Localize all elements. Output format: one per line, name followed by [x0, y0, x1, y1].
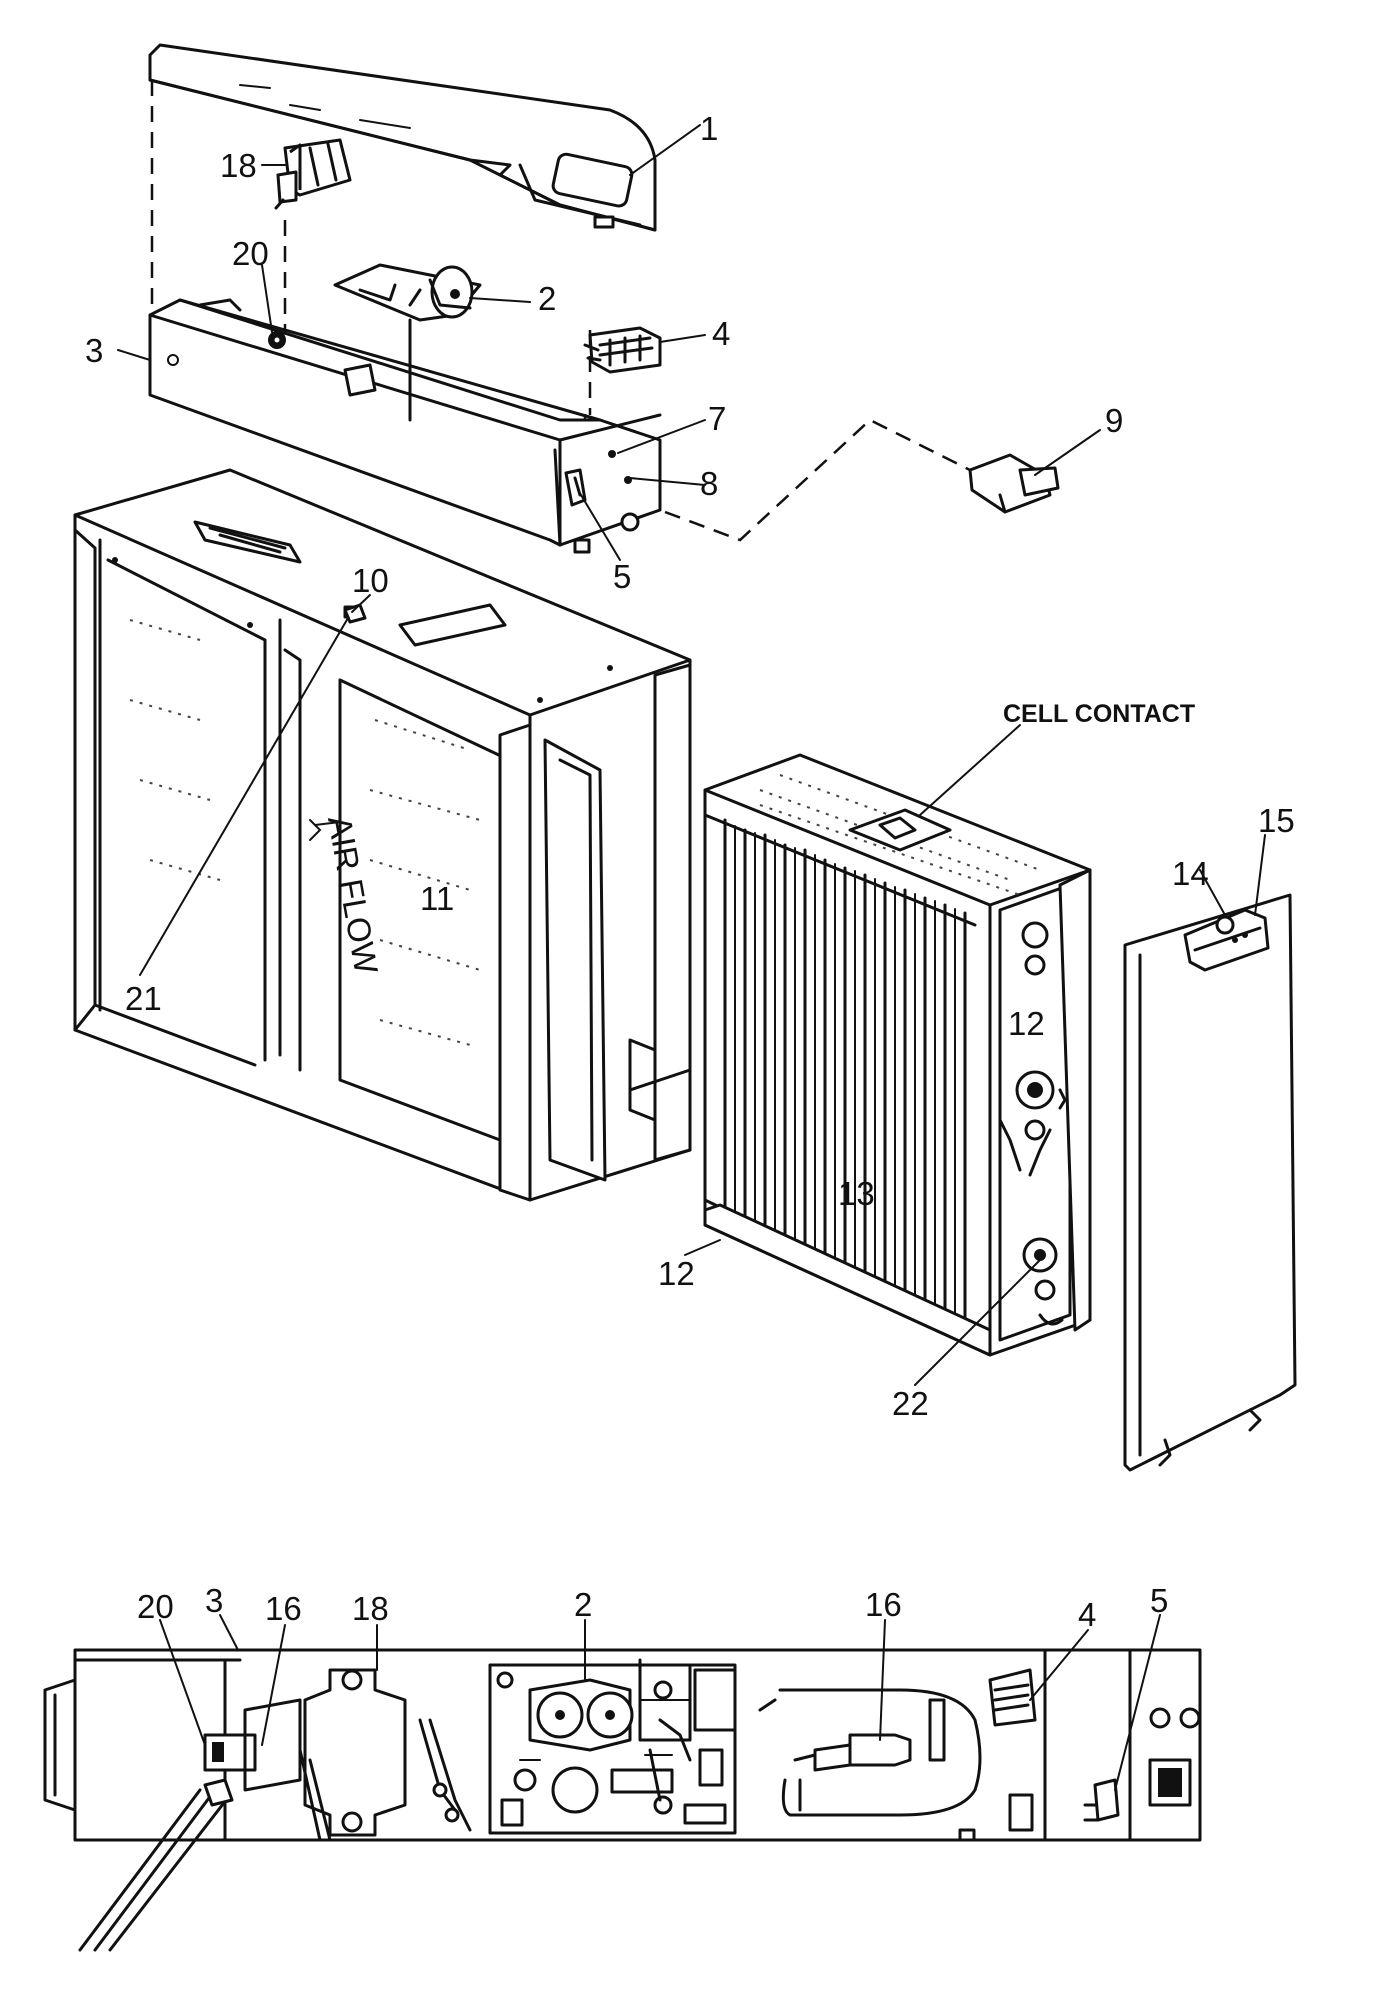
callout-22: 22 [892, 1385, 929, 1422]
callout-4: 4 [712, 315, 730, 352]
cabinet: AIR FLOW [73, 468, 692, 1202]
control-box [148, 298, 662, 554]
callout-15: 15 [1258, 802, 1295, 839]
callout-18: 18 [220, 147, 257, 184]
detail-callout-16-right: 16 [865, 1586, 902, 1623]
detail-callout-20: 20 [137, 1588, 174, 1625]
detail-callout-3: 3 [205, 1582, 223, 1619]
callout-3: 3 [85, 332, 103, 369]
callout-8: 8 [700, 465, 718, 502]
callout-5: 5 [613, 558, 631, 595]
detail-callout-5: 5 [1150, 1582, 1168, 1619]
callout-21: 21 [125, 980, 162, 1017]
callout-13: 13 [838, 1175, 875, 1212]
callout-20: 20 [232, 235, 269, 272]
callout-12-lower: 12 [658, 1255, 695, 1292]
callout-1: 1 [700, 110, 718, 147]
detail-callout-16-left: 16 [265, 1590, 302, 1627]
callout-2: 2 [538, 280, 556, 317]
guide-line-switch [664, 418, 971, 542]
detail-leader-lines [159, 1614, 1161, 1791]
door-latch [1183, 908, 1270, 972]
transformer [274, 138, 352, 210]
callout-7: 7 [708, 400, 726, 437]
top-cover [148, 43, 657, 232]
grommet [268, 331, 286, 349]
detail-callout-4: 4 [1078, 1596, 1096, 1633]
leader-lines [117, 124, 1266, 1386]
callout-10: 10 [352, 562, 389, 599]
rocker-switch [968, 453, 1060, 514]
control-board [333, 263, 482, 322]
detail-callout-18: 18 [352, 1590, 389, 1627]
detail-callout-2: 2 [574, 1586, 592, 1623]
terminal-block [583, 326, 662, 374]
callout-14: 14 [1172, 855, 1209, 892]
callout-12-upper: 12 [1008, 1005, 1045, 1042]
callout-9: 9 [1105, 402, 1123, 439]
cell-contact-label: CELL CONTACT [1003, 700, 1195, 728]
electronic-cell [703, 753, 1092, 1357]
control-box-detail [43, 1648, 1202, 1952]
callout-11: 11 [420, 880, 454, 917]
access-door [1123, 893, 1297, 1472]
